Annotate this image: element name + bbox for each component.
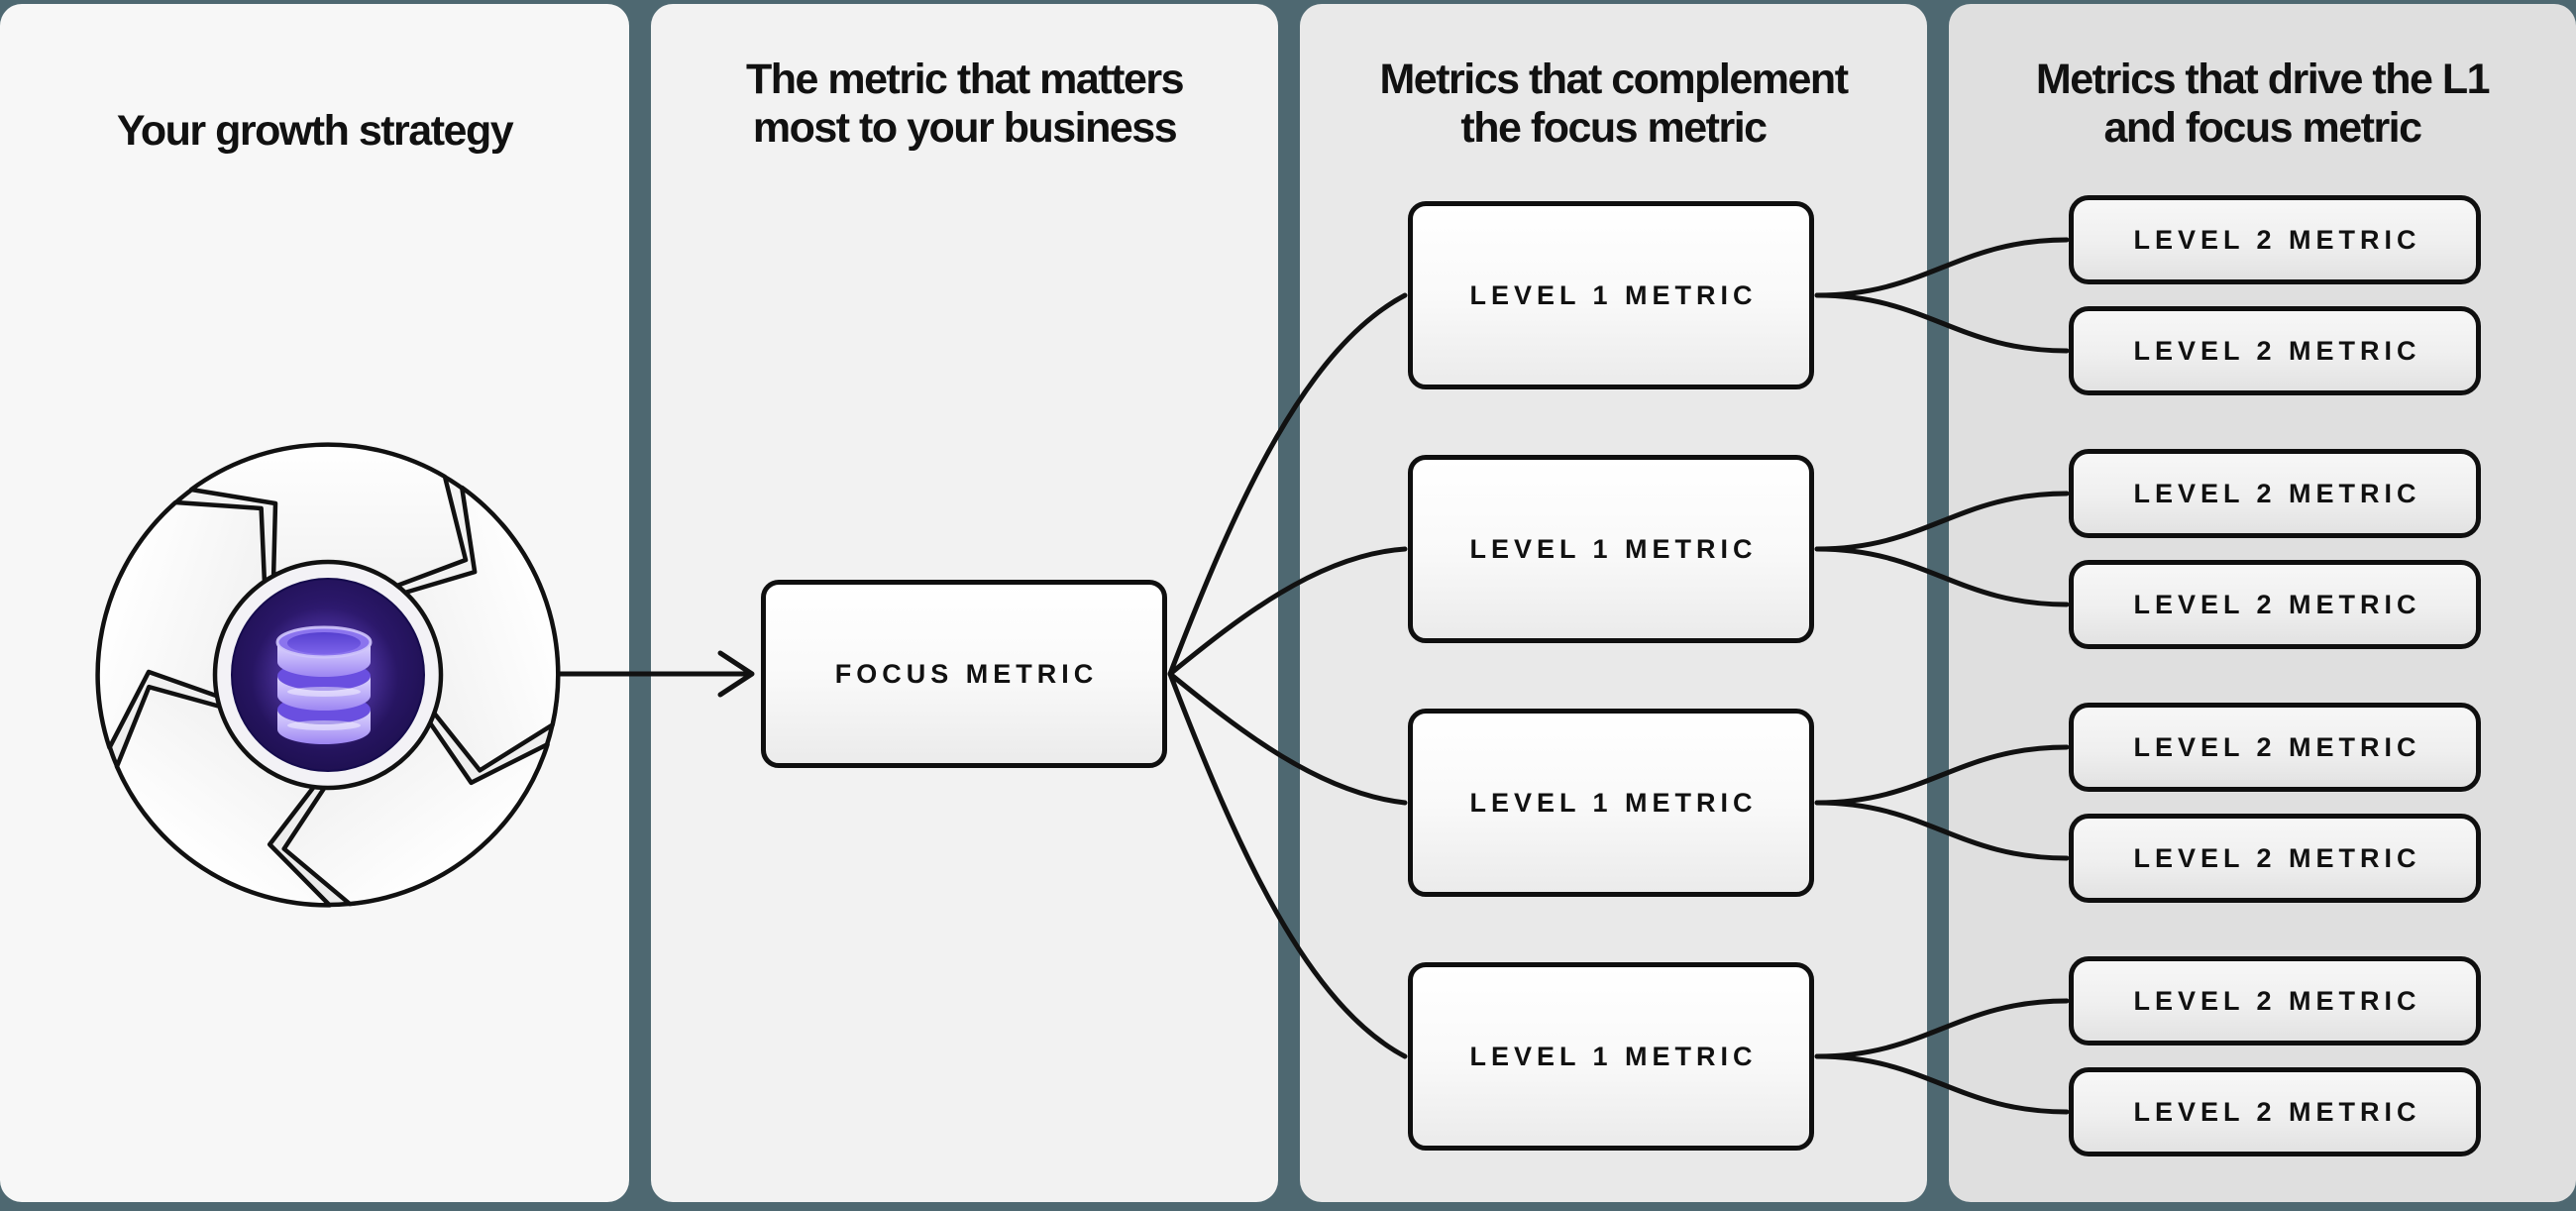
level2-metric-node-8: LEVEL 2 METRIC	[2069, 1067, 2481, 1156]
level2-metric-label: LEVEL 2 METRIC	[2133, 335, 2421, 366]
level2-metric-label: LEVEL 2 METRIC	[2133, 478, 2421, 508]
panel-growth-strategy: Your growth strategy	[0, 4, 629, 1202]
panel-title-level1-metrics: Metrics that complement the focus metric	[1379, 55, 1849, 152]
level1-metric-label: LEVEL 1 METRIC	[1469, 1041, 1758, 1071]
level2-metric-node-5: LEVEL 2 METRIC	[2069, 703, 2481, 792]
focus-metric-node: FOCUS METRIC	[761, 580, 1167, 768]
level1-metric-node-3: LEVEL 1 METRIC	[1408, 709, 1814, 897]
level2-metric-label: LEVEL 2 METRIC	[2133, 1096, 2421, 1127]
level2-metric-node-7: LEVEL 2 METRIC	[2069, 956, 2481, 1046]
level2-metric-node-6: LEVEL 2 METRIC	[2069, 814, 2481, 903]
level1-metric-node-1: LEVEL 1 METRIC	[1408, 201, 1814, 389]
panel-title-focus-metric: The metric that matters most to your bus…	[745, 55, 1185, 152]
level1-metric-label: LEVEL 1 METRIC	[1469, 279, 1758, 310]
level2-metric-label: LEVEL 2 METRIC	[2133, 731, 2421, 762]
panel-title-growth-strategy: Your growth strategy	[116, 107, 514, 155]
level1-metric-label: LEVEL 1 METRIC	[1469, 787, 1758, 818]
focus-metric-label: FOCUS METRIC	[834, 658, 1099, 689]
level2-metric-node-4: LEVEL 2 METRIC	[2069, 560, 2481, 649]
level2-metric-node-3: LEVEL 2 METRIC	[2069, 449, 2481, 538]
level2-metric-node-1: LEVEL 2 METRIC	[2069, 195, 2481, 284]
level1-metric-node-2: LEVEL 1 METRIC	[1408, 455, 1814, 643]
level1-metric-node-4: LEVEL 1 METRIC	[1408, 962, 1814, 1151]
level2-metric-label: LEVEL 2 METRIC	[2133, 842, 2421, 873]
level2-metric-label: LEVEL 2 METRIC	[2133, 224, 2421, 255]
level2-metric-label: LEVEL 2 METRIC	[2133, 985, 2421, 1016]
panel-title-level2-metrics: Metrics that drive the L1 and focus metr…	[2035, 55, 2491, 152]
level1-metric-label: LEVEL 1 METRIC	[1469, 533, 1758, 564]
level2-metric-label: LEVEL 2 METRIC	[2133, 589, 2421, 619]
level2-metric-node-2: LEVEL 2 METRIC	[2069, 306, 2481, 395]
